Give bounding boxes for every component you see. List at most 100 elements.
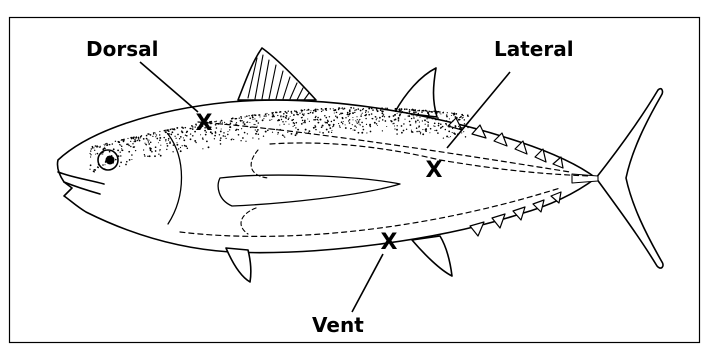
stipple-dot [293, 114, 295, 116]
stipple-dot [340, 112, 342, 114]
stipple-dot [395, 118, 397, 120]
stipple-dot [104, 145, 105, 146]
stipple-dot [327, 120, 329, 122]
stipple-dot [386, 126, 387, 127]
stipple-dot [425, 124, 426, 125]
stipple-dot [447, 112, 448, 113]
stipple-dot [360, 115, 362, 117]
stipple-dot [139, 140, 141, 142]
stipple-dot [147, 133, 149, 135]
stipple-dot [399, 108, 400, 109]
stipple-dot [245, 116, 246, 117]
stipple-dot [317, 117, 319, 119]
anal-fin [412, 236, 452, 276]
stipple-dot [321, 126, 323, 128]
stipple-dot [109, 157, 111, 159]
stipple-dot [352, 112, 354, 114]
stipple-dot [317, 119, 319, 121]
stipple-dot [120, 155, 121, 156]
stipple-dot [168, 140, 169, 141]
stipple-dot [252, 137, 253, 138]
stipple-dot [438, 123, 440, 125]
stipple-dot [235, 129, 237, 131]
stipple-dot [160, 145, 161, 146]
stipple-dot [244, 121, 245, 122]
stipple-dot [437, 117, 439, 119]
stipple-dot [272, 116, 274, 118]
stipple-dot [190, 128, 191, 129]
stipple-dot [372, 109, 374, 111]
stipple-dot [360, 110, 362, 112]
stipple-dot [230, 120, 231, 121]
stipple-dot [232, 121, 233, 122]
stipple-dot [313, 119, 315, 121]
stipple-dot [305, 129, 307, 131]
stipple-dot [258, 114, 260, 116]
stipple-dot [421, 111, 423, 113]
stipple-dot [443, 137, 444, 138]
stipple-dot [320, 119, 322, 121]
stipple-dot [156, 134, 157, 135]
stipple-dot [243, 122, 244, 123]
stipple-dot [442, 126, 444, 128]
stipple-dot [93, 171, 95, 173]
stipple-dot [319, 132, 320, 133]
stipple-dot [307, 113, 308, 114]
stipple-dot [242, 137, 244, 139]
stipple-dot [163, 137, 164, 138]
stipple-dot [223, 135, 225, 137]
stipple-dot [131, 154, 133, 156]
stipple-dot [133, 146, 135, 148]
stipple-dot [98, 164, 100, 166]
stipple-dot [467, 127, 468, 128]
stipple-dot [468, 116, 469, 117]
stipple-dot [331, 130, 332, 131]
stipple-dot [155, 150, 157, 152]
stipple-dot [371, 113, 373, 115]
stipple-dot [283, 113, 285, 115]
stipple-dot [395, 114, 396, 115]
stipple-dot [276, 112, 277, 113]
stipple-dot [134, 146, 135, 147]
stipple-dot [348, 120, 349, 121]
stipple-dot [282, 121, 284, 123]
stipple-dot [418, 131, 420, 133]
dorsal-sample-marker: X [196, 111, 213, 136]
stipple-dot [130, 146, 131, 147]
stipple-dot [435, 119, 437, 121]
stipple-dot [377, 125, 378, 126]
stipple-dot [450, 136, 451, 137]
stipple-dot [273, 116, 275, 118]
stipple-dot [347, 114, 348, 115]
stipple-dot [356, 109, 357, 110]
stipple-dot [131, 159, 132, 160]
stipple-dot [451, 113, 452, 114]
stipple-dot [354, 110, 355, 111]
stipple-dot [252, 119, 253, 120]
stipple-dot [158, 154, 159, 155]
stipple-dot [258, 122, 260, 124]
stipple-dot [349, 110, 351, 112]
stipple-dot [301, 111, 302, 112]
stipple-dot [427, 121, 429, 123]
stipple-dot [258, 138, 259, 139]
stipple-dot [220, 143, 222, 145]
stipple-dot [315, 125, 316, 126]
stipple-dot [345, 117, 346, 118]
pelvic-fin [226, 248, 251, 282]
stipple-dot [269, 119, 270, 120]
stipple-dot [265, 115, 267, 117]
stipple-dot [106, 158, 107, 159]
stipple-dot [425, 128, 427, 130]
stipple-dot [287, 132, 288, 133]
stipple-dot [432, 118, 434, 120]
stipple-dot [403, 130, 405, 132]
stipple-dot [333, 125, 334, 126]
stipple-dot [405, 112, 406, 113]
stipple-dot [174, 129, 176, 131]
stipple-dot [407, 116, 408, 117]
stipple-dot [308, 110, 309, 111]
stipple-dot [439, 111, 440, 112]
stipple-dot [206, 141, 208, 143]
stipple-dot [352, 124, 353, 125]
